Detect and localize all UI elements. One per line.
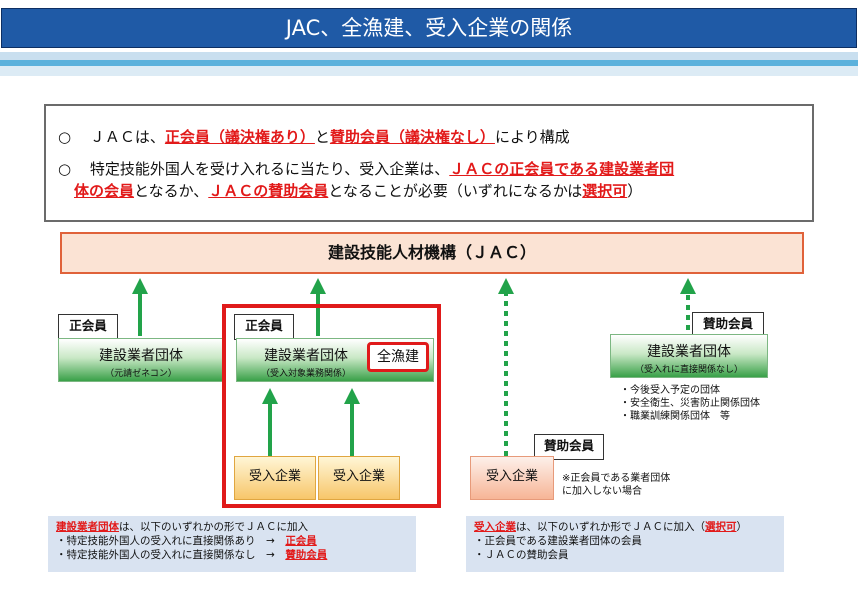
summary-text: と bbox=[314, 128, 330, 146]
org-box-unrelated: 建設業者団体 （受入れに直接関係なし） bbox=[610, 334, 768, 378]
page-title: JAC、全漁建、受入企業の関係 bbox=[1, 8, 857, 48]
jac-box: 建設技能人材機構（ＪＡＣ） bbox=[60, 232, 804, 274]
enterprise-box: 受入企業 bbox=[234, 456, 316, 500]
summary-text: 特定技能外国人を受け入れるに当たり、受入企業は、 bbox=[89, 160, 450, 178]
explanation-text: は、以下のいずれかの形でＪＡＣに加入 bbox=[119, 521, 308, 533]
org-notes: ・今後受入予定の団体 ・安全衛生、災害防止関係団体 ・職業訓練関係団体 等 bbox=[620, 384, 760, 423]
org-name: 建設業者団体 bbox=[647, 344, 731, 360]
header-stripe-blue bbox=[0, 60, 858, 66]
summary-line-2-cont: 体の会員となるか、ＪＡＣの賛助会員となることが必要（いずれになるかは選択可） bbox=[74, 180, 642, 201]
explanation-line: ・正会員である建設業者団体の会員 bbox=[474, 535, 642, 547]
explanation-line: ・特定技能外国人の受入れに直接関係あり → 正会員 bbox=[56, 534, 408, 548]
header-stripe-pale bbox=[0, 66, 858, 76]
explanation-text: ・特定技能外国人の受入れに直接関係なし → bbox=[56, 549, 286, 561]
membership-tag-regular: 正会員 bbox=[234, 314, 294, 340]
membership-tag-supporting: 賛助会員 bbox=[692, 312, 764, 338]
bullet: ○ bbox=[58, 128, 72, 146]
summary-box: ○ ＪＡＣは、正会員（議決権あり）と賛助会員（議決権なし）により構成 ○ 特定技… bbox=[44, 104, 814, 222]
org-sub: （受入対象業務関係） bbox=[260, 369, 351, 379]
zengyoken-badge: 全漁建 bbox=[367, 342, 429, 372]
note-line: ・今後受入予定の団体 bbox=[620, 385, 720, 396]
highlight-frame bbox=[222, 304, 441, 508]
explanation-emphasis: 賛助会員 bbox=[285, 549, 328, 561]
summary-emphasis: 選択可 bbox=[582, 182, 628, 200]
summary-text: により構成 bbox=[494, 128, 570, 146]
explanation-enterprises: 受入企業は、以下のいずれか形でＪＡＣに加入（選択可） ・正会員である建設業者団体… bbox=[466, 516, 784, 572]
summary-emphasis: ＪＡＣの賛助会員 bbox=[208, 182, 329, 200]
note-line: ・安全衛生、災害防止関係団体 bbox=[620, 398, 760, 409]
summary-emphasis: ＪＡＣの正会員である建設業者団 bbox=[449, 160, 675, 178]
explanation-emphasis: 選択可 bbox=[705, 521, 737, 533]
summary-text: となるか、 bbox=[134, 182, 209, 200]
org-sub: （受入れに直接関係なし） bbox=[634, 365, 743, 375]
summary-text: ） bbox=[627, 182, 643, 200]
explanation-groups: 建設業者団体は、以下のいずれかの形でＪＡＣに加入 ・特定技能外国人の受入れに直接… bbox=[48, 516, 416, 572]
summary-line-2: ○ 特定技能外国人を受け入れるに当たり、受入企業は、ＪＡＣの正会員である建設業者… bbox=[58, 158, 674, 179]
explanation-emphasis: 建設業者団体 bbox=[56, 521, 119, 533]
org-name: 建設業者団体 bbox=[264, 348, 348, 364]
explanation-emphasis: 正会員 bbox=[285, 535, 317, 547]
note-line: ・職業訓練関係団体 等 bbox=[620, 411, 730, 422]
summary-text: ＪＡＣは、 bbox=[89, 128, 165, 146]
enterprise-note: ※正会員である業者団体 に加入しない場合 bbox=[562, 472, 670, 498]
header-stripe-light bbox=[0, 52, 858, 60]
enterprise-box-supporting: 受入企業 bbox=[470, 456, 554, 500]
membership-tag-supporting: 賛助会員 bbox=[534, 434, 604, 460]
explanation-line: 受入企業は、以下のいずれか形でＪＡＣに加入（選択可） bbox=[474, 520, 776, 534]
org-name: 建設業者団体 bbox=[99, 348, 183, 364]
explanation-text: ） bbox=[736, 521, 748, 533]
enterprise-box: 受入企業 bbox=[318, 456, 400, 500]
explanation-emphasis: 受入企業 bbox=[474, 521, 516, 533]
org-sub: （元請ゼネコン） bbox=[105, 369, 177, 379]
summary-line-1: ○ ＪＡＣは、正会員（議決権あり）と賛助会員（議決権なし）により構成 bbox=[58, 126, 570, 147]
explanation-text: は、以下のいずれか形でＪＡＣに加入（ bbox=[516, 521, 705, 533]
explanation-line: 建設業者団体は、以下のいずれかの形でＪＡＣに加入 bbox=[56, 520, 408, 534]
summary-emphasis: 賛助会員（議決権なし） bbox=[329, 128, 495, 146]
membership-tag-regular: 正会員 bbox=[58, 314, 118, 340]
org-box-general-contractors: 建設業者団体 （元請ゼネコン） bbox=[58, 338, 224, 382]
note-line: に加入しない場合 bbox=[562, 486, 642, 497]
explanation-text: ・特定技能外国人の受入れに直接関係あり → bbox=[56, 535, 286, 547]
summary-emphasis: 体の会員 bbox=[74, 182, 135, 200]
bullet: ○ bbox=[58, 160, 72, 178]
explanation-line: ・特定技能外国人の受入れに直接関係なし → 賛助会員 bbox=[56, 548, 408, 562]
note-line: ※正会員である業者団体 bbox=[562, 473, 671, 484]
summary-text: となることが必要（いずれになるかは bbox=[328, 182, 583, 200]
summary-emphasis: 正会員（議決権あり） bbox=[164, 128, 315, 146]
explanation-line: ・ＪＡＣの賛助会員 bbox=[474, 549, 569, 561]
